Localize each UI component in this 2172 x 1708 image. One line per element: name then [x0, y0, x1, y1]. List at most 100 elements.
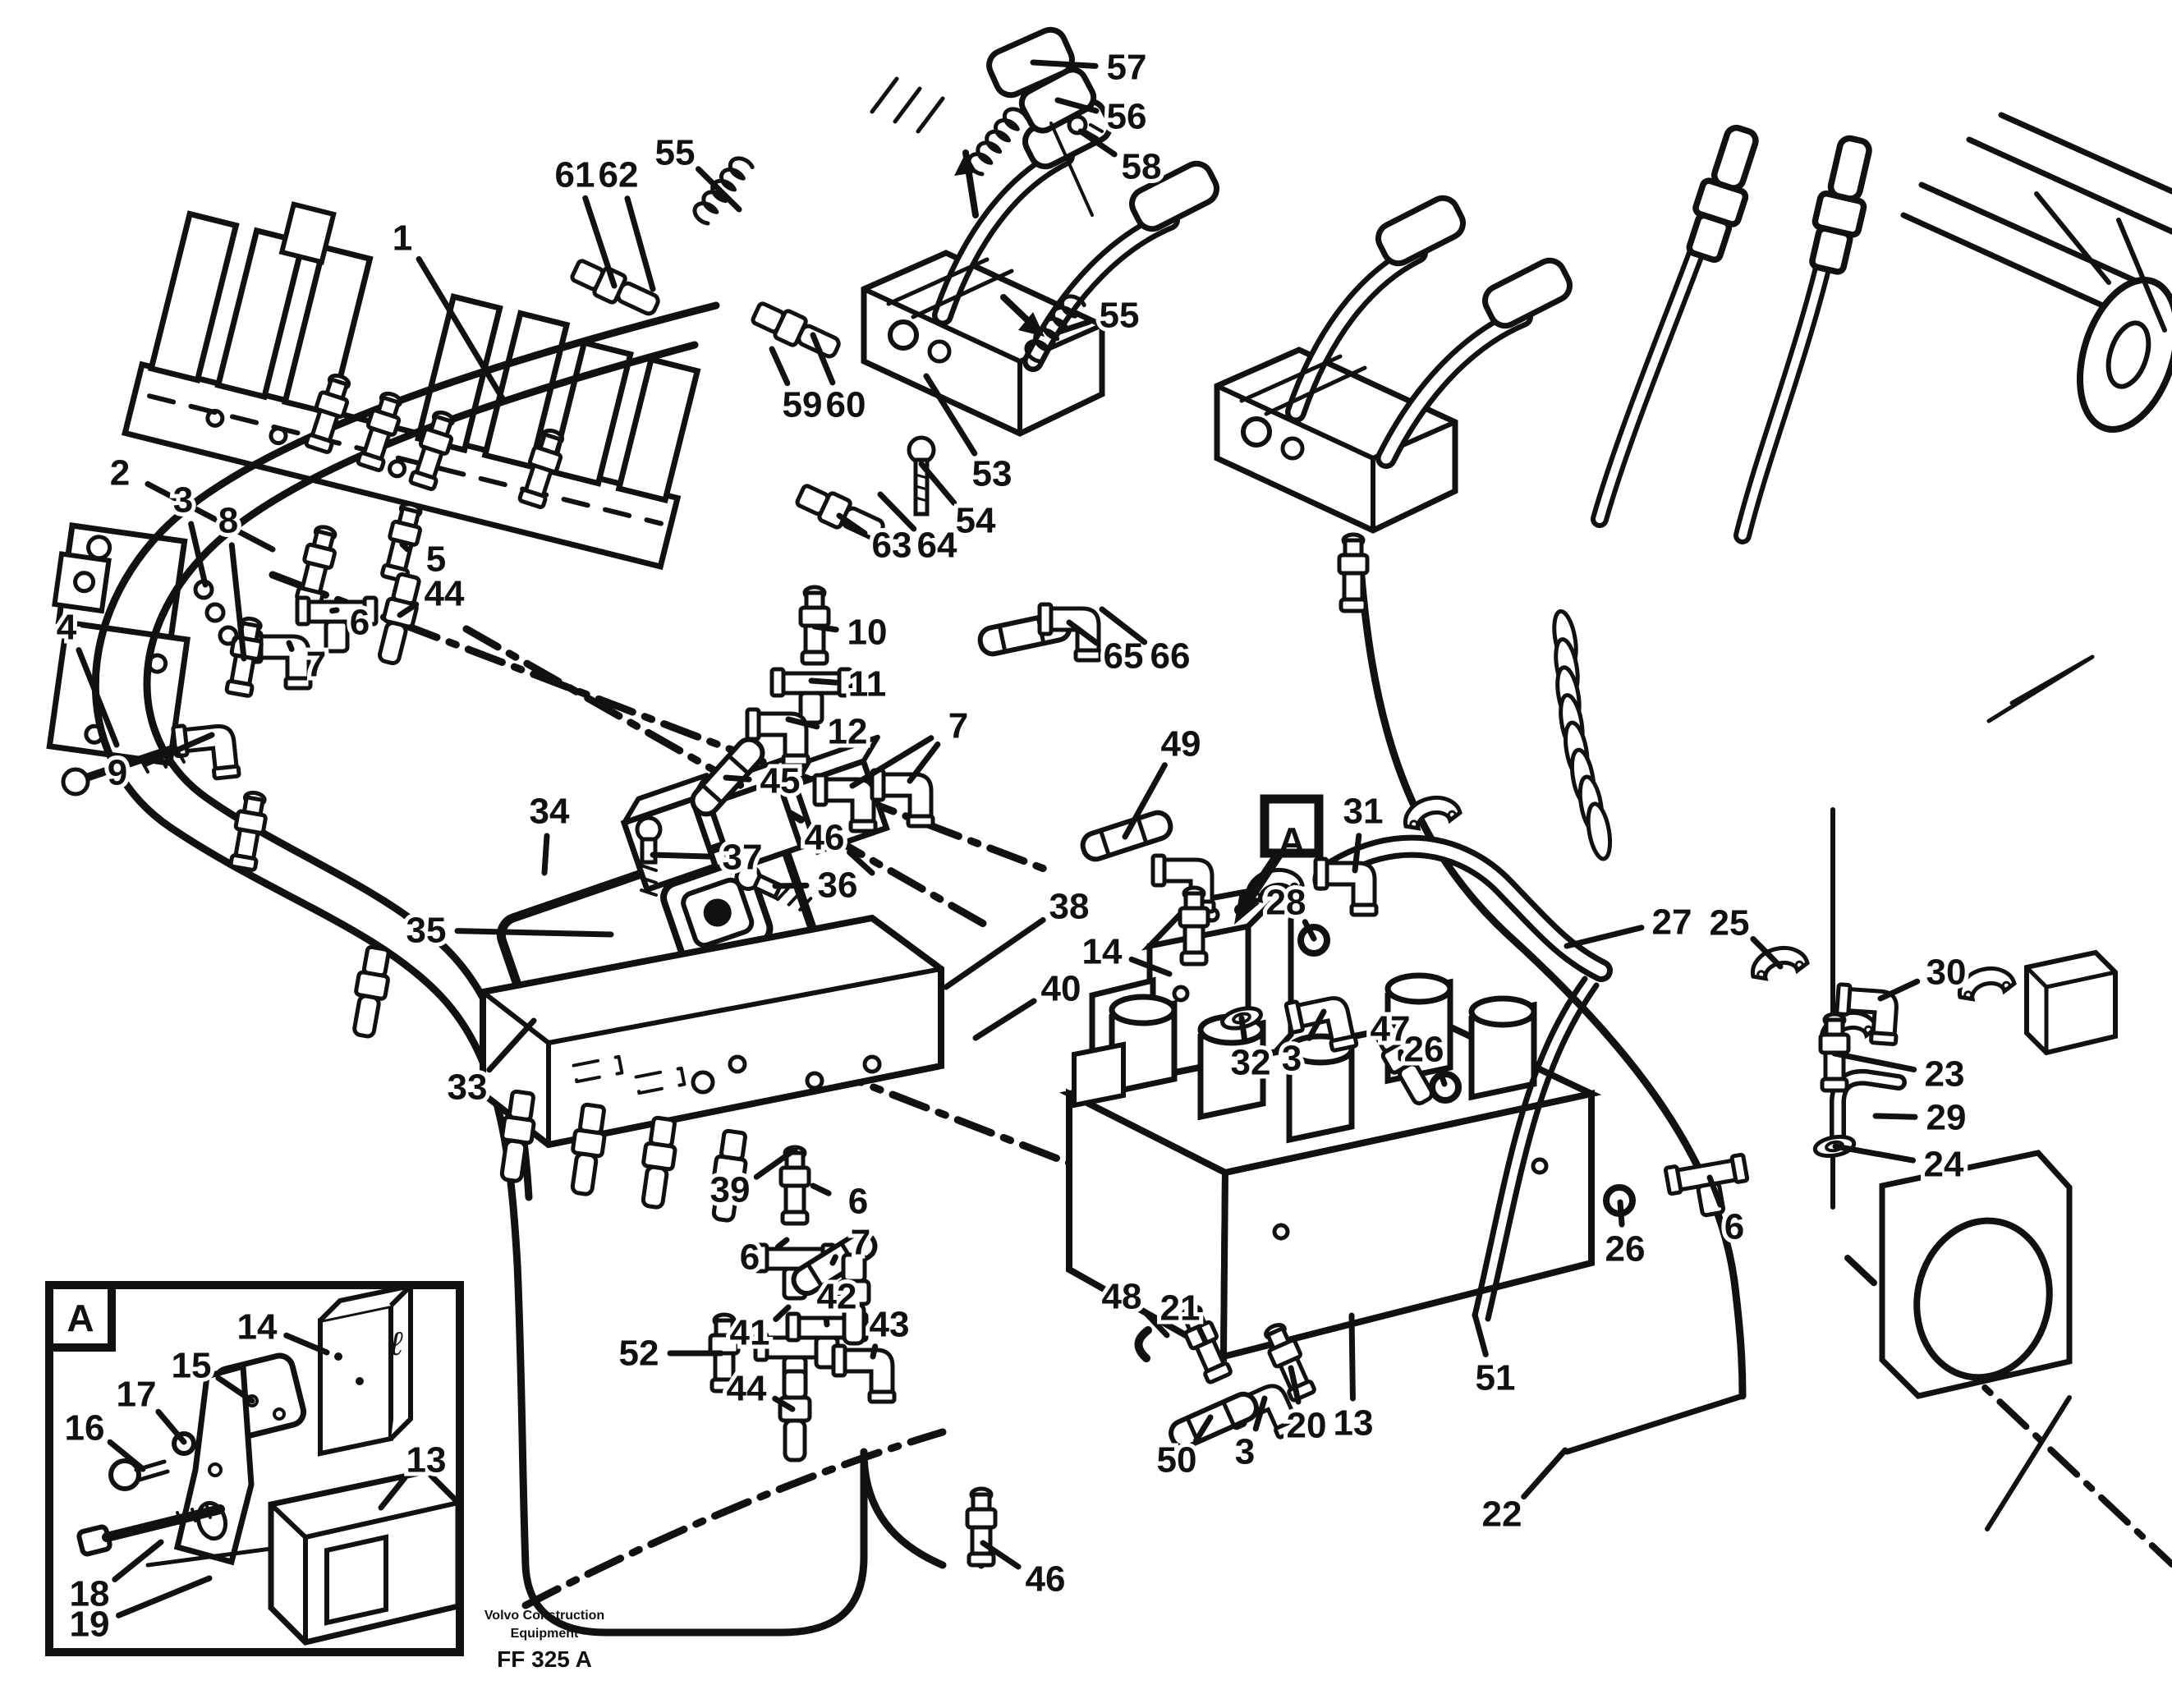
callout-20-53: 20 [1283, 1365, 1330, 1450]
callout-number: 20 [1287, 1406, 1327, 1446]
callout-number: 31 [1343, 792, 1384, 832]
callout-17-74: 17 [113, 1371, 187, 1445]
callout-number: 62 [599, 155, 639, 195]
callout-number: 29 [1926, 1098, 1967, 1138]
callout-43-45: 43 [866, 1301, 913, 1360]
callout-28-61: 28 [1262, 879, 1317, 942]
callout-56-5: 56 [1054, 93, 1150, 141]
callout-number: 48 [1102, 1277, 1142, 1317]
callout-number: 6 [848, 1182, 868, 1222]
callout-leader [107, 1439, 146, 1472]
callout-leader [416, 255, 507, 403]
callout-number: 6 [1724, 1207, 1744, 1247]
brand-line-2: Equipment [511, 1627, 579, 1641]
callout-55-3: 55 [651, 129, 742, 213]
callout-6-34: 6 [329, 599, 374, 647]
callout-leader [774, 1237, 790, 1250]
callout-leader [1306, 1008, 1327, 1041]
callout-leader [624, 195, 656, 292]
callout-number: 33 [448, 1068, 488, 1108]
callout-leader [486, 1017, 537, 1073]
callout-leader [769, 346, 791, 387]
callout-64-13: 64 [877, 491, 962, 570]
callout-51-55: 51 [1472, 1311, 1519, 1403]
callout-leader [1617, 1199, 1625, 1228]
callout-leader [847, 849, 875, 876]
callout-29-68: 29 [1872, 1094, 1970, 1142]
callout-30-66: 30 [1877, 948, 1970, 1002]
callout-47-64: 47 [1366, 1005, 1414, 1062]
callout-leader [772, 882, 810, 889]
callout-leader [215, 1375, 255, 1404]
callout-7-20: 7 [849, 702, 972, 789]
callout-leader [1099, 606, 1148, 645]
return-springs [681, 76, 1097, 365]
line-art: A A ℓ [45, 26, 2172, 1672]
callout-leader [811, 623, 839, 633]
callout-leader [283, 1332, 330, 1356]
callout-number: 16 [65, 1408, 105, 1449]
callout-leader [1054, 97, 1100, 114]
callout-52-47: 52 [615, 1329, 724, 1378]
callout-leader [228, 542, 247, 662]
callout-number: 55 [1100, 296, 1140, 336]
callout-23-67: 23 [1831, 1050, 1968, 1099]
callout-26-71: 26 [1601, 1199, 1649, 1274]
callout-number: 40 [1041, 969, 1081, 1009]
callout-24-69: 24 [1832, 1141, 1968, 1189]
callout-48-49: 48 [1098, 1273, 1170, 1338]
callout-number: 26 [1605, 1229, 1646, 1270]
callout-leader [1196, 1325, 1209, 1345]
callout-number: 60 [826, 385, 866, 425]
callout-number: 42 [817, 1277, 857, 1317]
inset-tag-label: A [67, 1297, 94, 1339]
callout-19-78: 19 [66, 1575, 213, 1649]
callout-leader [1128, 956, 1173, 977]
callout-number: 1 [393, 218, 412, 259]
callout-number: 10 [847, 613, 888, 653]
callout-number: 52 [619, 1334, 659, 1374]
callout-3-63: 3 [1278, 1008, 1327, 1083]
callout-number: 21 [1160, 1288, 1201, 1329]
callout-57-4: 57 [1030, 44, 1150, 92]
callout-leader [772, 1395, 796, 1412]
callout-leader [650, 852, 714, 860]
callout-number: 51 [1476, 1358, 1516, 1398]
callout-3-28: 3 [169, 476, 209, 588]
pedal-assembly-1 [864, 96, 1222, 434]
callout-number: 46 [1026, 1559, 1066, 1600]
callout-55-7: 55 [1056, 292, 1143, 340]
callout-60-9: 60 [810, 332, 870, 429]
callout-6-70: 6 [1706, 1174, 1748, 1251]
callout-leader [1056, 319, 1092, 335]
callout-leader [849, 735, 934, 789]
callout-62-2: 62 [595, 151, 656, 292]
callout-number: 5 [426, 539, 446, 580]
callout-49-57: 49 [1122, 720, 1205, 840]
callout-18-77: 18 [66, 1539, 164, 1618]
callout-number: 11 [848, 664, 887, 705]
callout-leader [143, 732, 215, 767]
callout-35-37: 35 [402, 907, 614, 955]
callout-leader [877, 491, 917, 532]
callout-58-6: 58 [1077, 128, 1165, 191]
inset-block-13 [145, 1468, 461, 1646]
callout-leader [1564, 925, 1645, 949]
callout-21-50: 21 [1156, 1284, 1209, 1345]
callout-15-73: 15 [168, 1342, 255, 1404]
callout-61-1: 61 [551, 151, 618, 289]
callout-leader [870, 1343, 879, 1360]
callout-leader [1288, 1365, 1302, 1405]
callout-number: 3 [1282, 1039, 1302, 1079]
callout-number: 64 [917, 526, 957, 566]
callout-leader [378, 1475, 408, 1511]
callout-14-72: 14 [233, 1303, 330, 1356]
machine-frame [1591, 112, 2172, 1568]
callout-leader [829, 1254, 838, 1266]
callout-leader [695, 166, 742, 213]
callout-11-17: 11 [808, 660, 890, 709]
callout-leader [1030, 59, 1099, 69]
